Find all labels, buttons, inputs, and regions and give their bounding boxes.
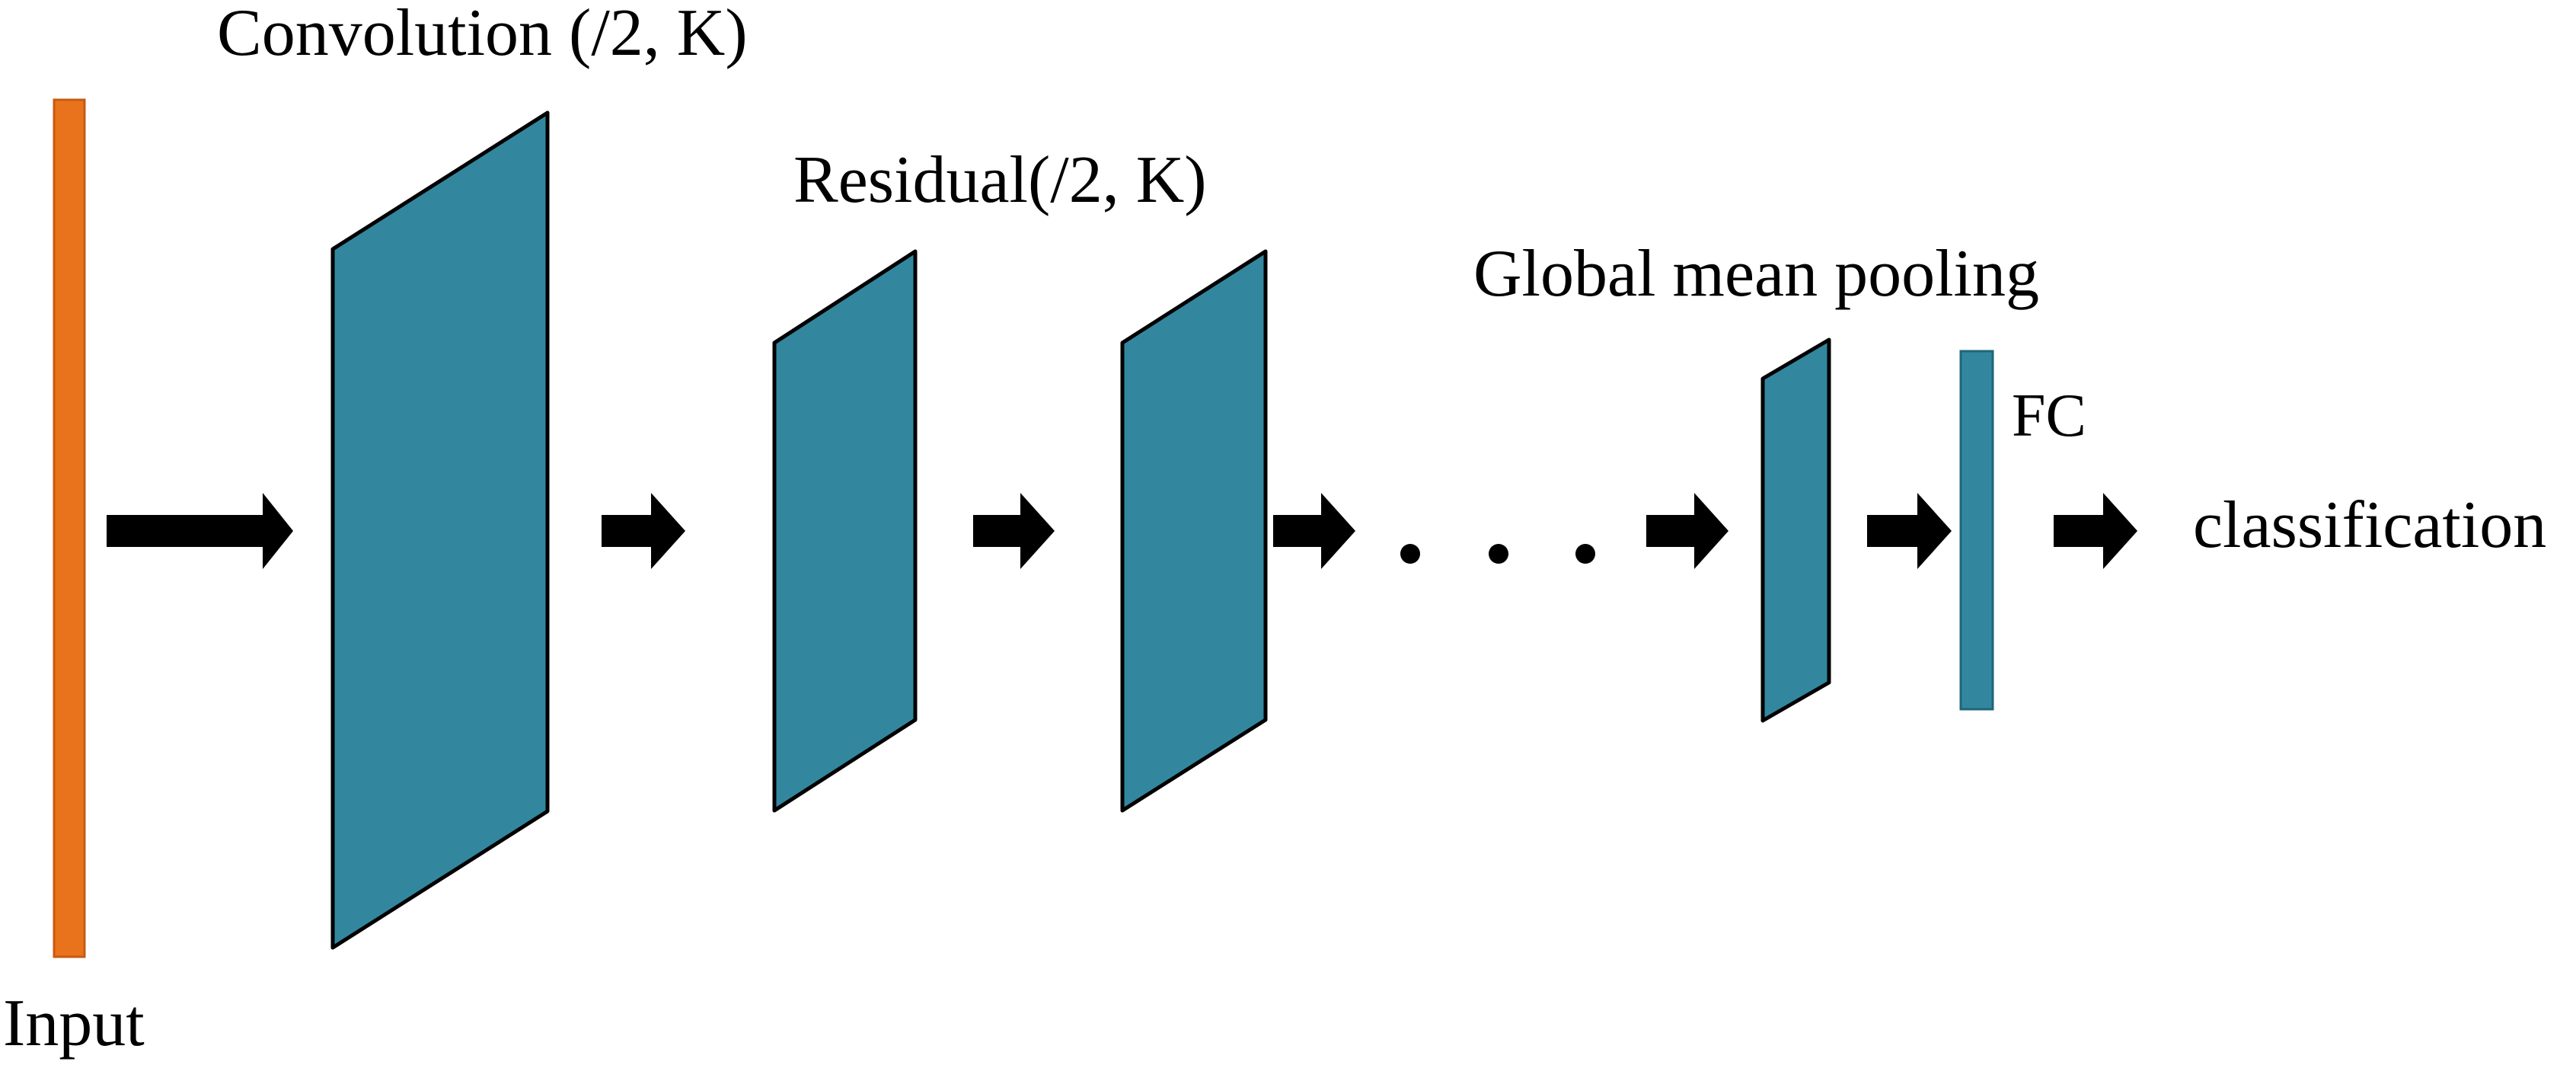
- input-layer-bar: [53, 98, 86, 958]
- input-label: Input: [3, 986, 145, 1060]
- residual-layer-block-2: [1120, 249, 1268, 813]
- classification-label: classification: [2193, 488, 2546, 562]
- global-pooling-label: Global mean pooling: [1473, 237, 2039, 311]
- convolution-label: Convolution (/2, K): [217, 0, 748, 70]
- fc-label: FC: [2012, 382, 2086, 449]
- right-arrow-icon: [602, 493, 685, 569]
- residual-label: Residual(/2, K): [793, 143, 1207, 217]
- ellipsis-dot-2: [1489, 544, 1508, 564]
- right-arrow-icon: [1646, 493, 1729, 569]
- convolution-layer-block: [330, 110, 550, 950]
- right-arrow-icon: [2054, 493, 2137, 569]
- fc-layer-bar: [1959, 350, 1994, 711]
- global-mean-pooling-block: [1760, 337, 1831, 723]
- residual-layer-block-1: [772, 249, 918, 813]
- right-arrow-icon: [107, 493, 293, 569]
- right-arrow-icon: [1867, 493, 1952, 569]
- ellipsis-dot-1: [1400, 544, 1420, 564]
- right-arrow-icon: [973, 493, 1055, 569]
- ellipsis-dot-3: [1575, 544, 1595, 564]
- right-arrow-icon: [1273, 493, 1355, 569]
